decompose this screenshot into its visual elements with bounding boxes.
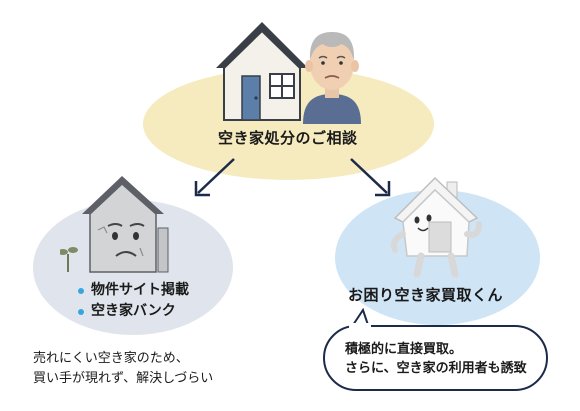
sad-house-icon <box>60 176 169 273</box>
elderly-man-icon <box>303 32 361 124</box>
bullet-label: 空き家バンク <box>91 303 176 319</box>
caption-line: 買い手が現れず、解決しづらい <box>33 371 214 386</box>
bullet-dot-icon <box>78 308 84 315</box>
right-arrow-icon <box>350 158 391 197</box>
speech-bubble-text: 積極的に直接買取。 さらに、空き家の利用者も誘致 <box>345 340 527 378</box>
bubble-line: さらに、空き家の利用者も誘致 <box>345 361 527 376</box>
house-icon <box>216 22 308 121</box>
happy-house-mascot-icon <box>391 176 482 278</box>
caption-line: 売れにくい空き家のため、 <box>33 351 189 366</box>
service-name-heading: お困り空き家買取くん <box>348 286 504 304</box>
bullet-item: 空き家バンク <box>78 301 189 322</box>
speech-bubble <box>323 325 548 391</box>
bullet-item: 物件サイト掲載 <box>78 280 189 301</box>
bullet-label: 物件サイト掲載 <box>91 282 189 298</box>
speech-bubble-tail-mask <box>349 323 371 329</box>
left-caption: 売れにくい空き家のため、 買い手が現れず、解決しづらい <box>33 349 213 389</box>
left-arrow-icon <box>194 158 235 197</box>
bullet-dot-icon <box>78 287 84 294</box>
consultation-heading: 空き家処分のご相談 <box>218 129 358 147</box>
bubble-line: 積極的に直接買取。 <box>345 342 463 357</box>
left-bullet-list: 物件サイト掲載 空き家バンク <box>78 280 189 322</box>
